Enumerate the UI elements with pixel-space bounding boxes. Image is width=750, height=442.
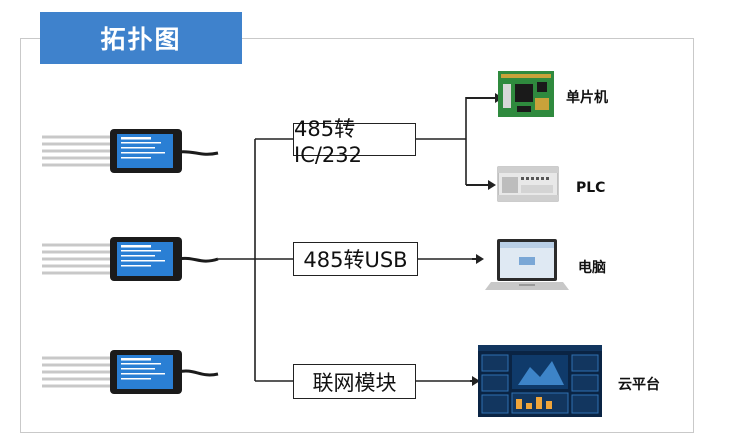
plc-image bbox=[497, 163, 559, 205]
soil-sensor-3 bbox=[38, 346, 183, 398]
arrow-to-mcu bbox=[466, 93, 503, 103]
cloud-dashboard-image bbox=[478, 345, 602, 417]
converter-iot-box: 联网模块 bbox=[293, 364, 416, 399]
page-title: 拓扑图 bbox=[40, 12, 242, 64]
sensor-cable-2 bbox=[177, 256, 219, 263]
diagram-frame bbox=[20, 38, 694, 433]
converter-rs232-box: 485转IC/232 bbox=[293, 117, 416, 167]
device-label-mcu: 单片机 bbox=[566, 90, 608, 106]
converter-usb-box: 485转USB bbox=[293, 242, 418, 276]
soil-sensor-1 bbox=[38, 125, 183, 177]
device-label-pc: 电脑 bbox=[578, 260, 606, 276]
device-label-cloud: 云平台 bbox=[618, 377, 660, 393]
sensor-cable-1 bbox=[177, 150, 219, 156]
arrow-to-cloud bbox=[470, 376, 480, 386]
arrow-to-pc bbox=[472, 254, 484, 264]
soil-sensor-2 bbox=[38, 233, 183, 285]
mcu-board-image bbox=[497, 70, 555, 118]
laptop-image bbox=[485, 237, 570, 293]
sensor-cable-3 bbox=[177, 369, 219, 377]
arrow-to-plc bbox=[466, 180, 496, 190]
device-label-plc: PLC bbox=[576, 180, 606, 196]
